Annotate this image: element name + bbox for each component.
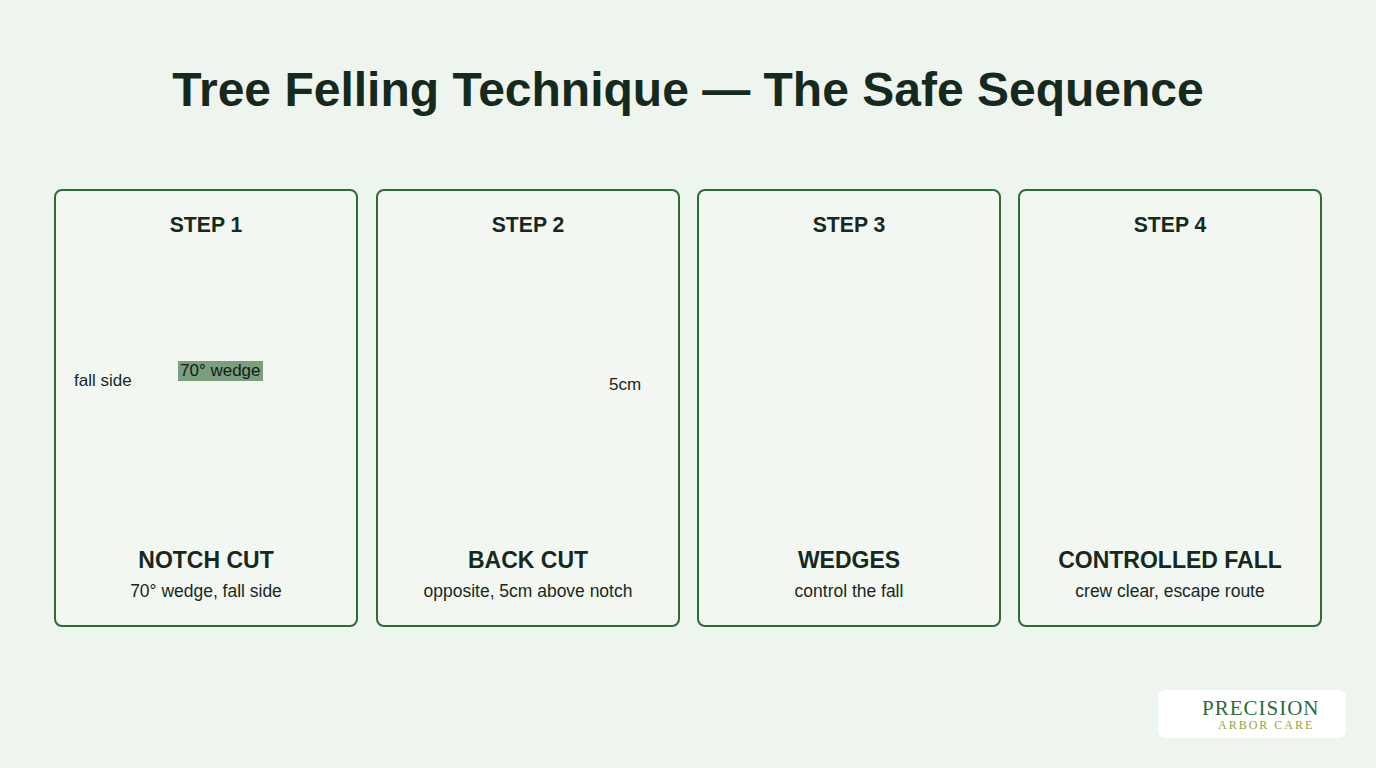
step-panel: STEP 4 CONTROLLED FALL crew clear, escape … bbox=[1018, 189, 1322, 627]
annotation-label: fall side bbox=[72, 371, 134, 391]
step-number: STEP 1 bbox=[56, 213, 356, 237]
step-caption: 70° wedge, fall side bbox=[56, 581, 356, 602]
step-heading: BACK CUT bbox=[378, 547, 678, 574]
step-number: STEP 4 bbox=[1020, 213, 1320, 237]
step-caption: control the fall bbox=[699, 581, 999, 602]
step-heading: CONTROLLED FALL bbox=[1020, 547, 1320, 574]
step-heading: NOTCH CUT bbox=[56, 547, 356, 574]
step-caption: opposite, 5cm above notch bbox=[378, 581, 678, 602]
step-number: STEP 3 bbox=[699, 213, 999, 237]
step-panel: STEP 2 BACK CUT opposite, 5cm above notch bbox=[376, 189, 680, 627]
logo-box: PRECISIONARBOR CARE bbox=[1158, 690, 1346, 738]
step-number: STEP 2 bbox=[378, 213, 678, 237]
annotation-label: 5cm bbox=[607, 375, 643, 395]
logo-tagline: ARBOR CARE bbox=[1218, 718, 1314, 733]
logo-name: PRECISION bbox=[1202, 696, 1320, 721]
step-caption: crew clear, escape route bbox=[1020, 581, 1320, 602]
diagram-title: Tree Felling Technique — The Safe Sequen… bbox=[0, 62, 1376, 117]
step-panel: STEP 1 NOTCH CUT 70° wedge, fall side bbox=[54, 189, 358, 627]
logo-tree bbox=[1158, 690, 1346, 738]
step-panel: STEP 3 WEDGES control the fall bbox=[697, 189, 1001, 627]
annotation-label: 70° wedge bbox=[178, 361, 263, 381]
step-heading: WEDGES bbox=[699, 547, 999, 574]
